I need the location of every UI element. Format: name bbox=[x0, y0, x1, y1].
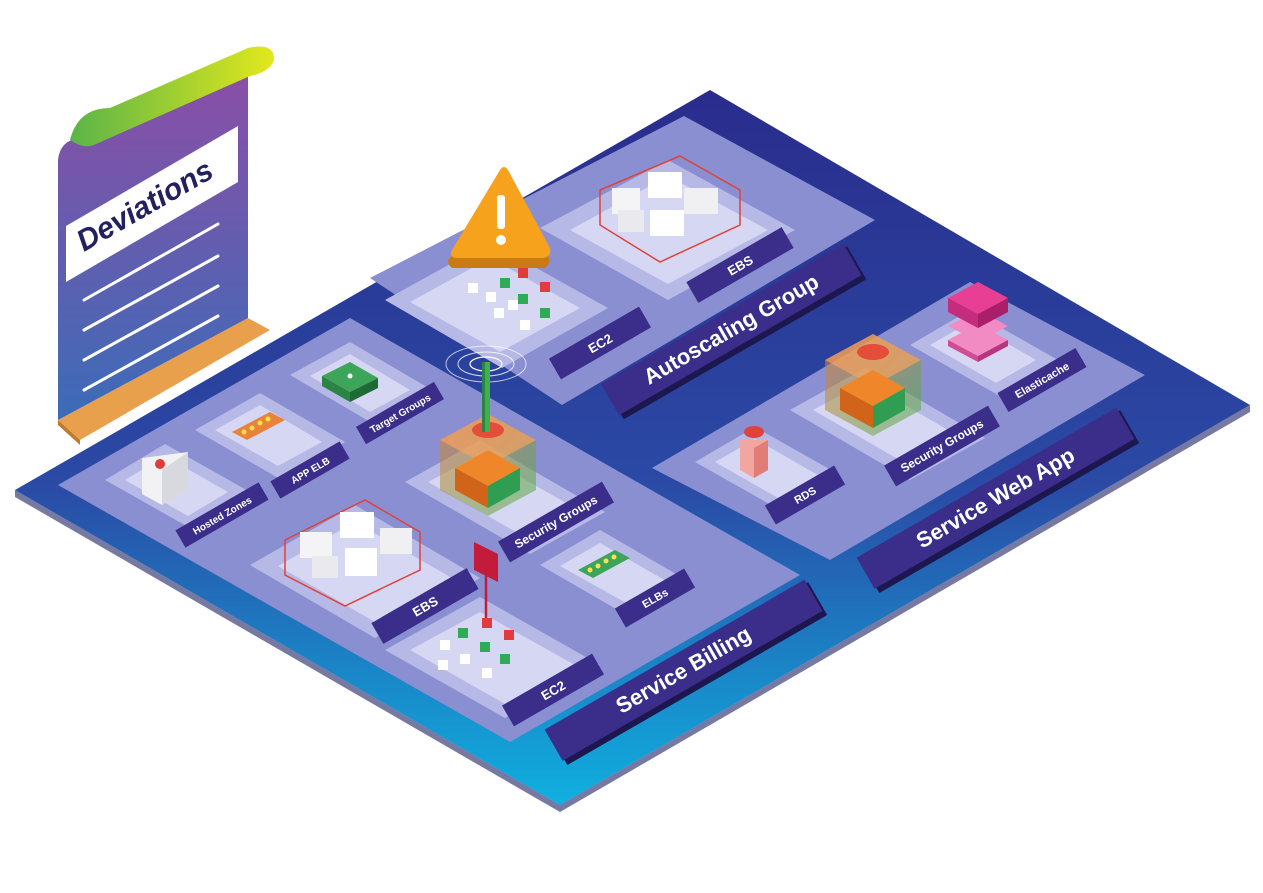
ebs-volumes-icon bbox=[284, 499, 421, 607]
rds-tag: RDS bbox=[764, 465, 846, 525]
security-group-cube-icon bbox=[440, 414, 536, 516]
target-groups-tile[interactable] bbox=[290, 342, 432, 423]
target-groups-icon bbox=[322, 362, 378, 402]
deviations-document[interactable]: Deviations bbox=[58, 46, 275, 446]
security-group-cube-icon bbox=[825, 334, 921, 436]
ec2-instances-icon bbox=[468, 268, 550, 330]
cache-stack-icon bbox=[948, 282, 1008, 362]
ebs-volumes-icon bbox=[599, 155, 741, 263]
warning-triangle-icon bbox=[447, 167, 551, 268]
hosted-zones-tile[interactable] bbox=[105, 444, 250, 528]
app-elb-tile[interactable] bbox=[195, 393, 345, 479]
load-balancer-icon bbox=[578, 550, 630, 578]
ec2-instances-icon bbox=[438, 618, 514, 678]
database-icon bbox=[740, 426, 768, 478]
billing-ec2-tag: EC2 bbox=[501, 653, 605, 727]
service-billing-panel: Hosted Zones APP ELB Target Groups Secur… bbox=[58, 318, 828, 766]
drift-flag-icon bbox=[474, 542, 498, 618]
load-balancer-icon bbox=[232, 412, 285, 440]
hosted-zones-icon bbox=[142, 452, 188, 505]
service-web-app-panel: RDS Security Groups Elasticache Service … bbox=[652, 282, 1145, 594]
document-lines bbox=[82, 222, 220, 392]
signal-antenna-icon bbox=[445, 345, 527, 432]
autoscaling-ec2-tile[interactable] bbox=[385, 242, 608, 368]
elasticache-tile[interactable] bbox=[910, 282, 1058, 395]
